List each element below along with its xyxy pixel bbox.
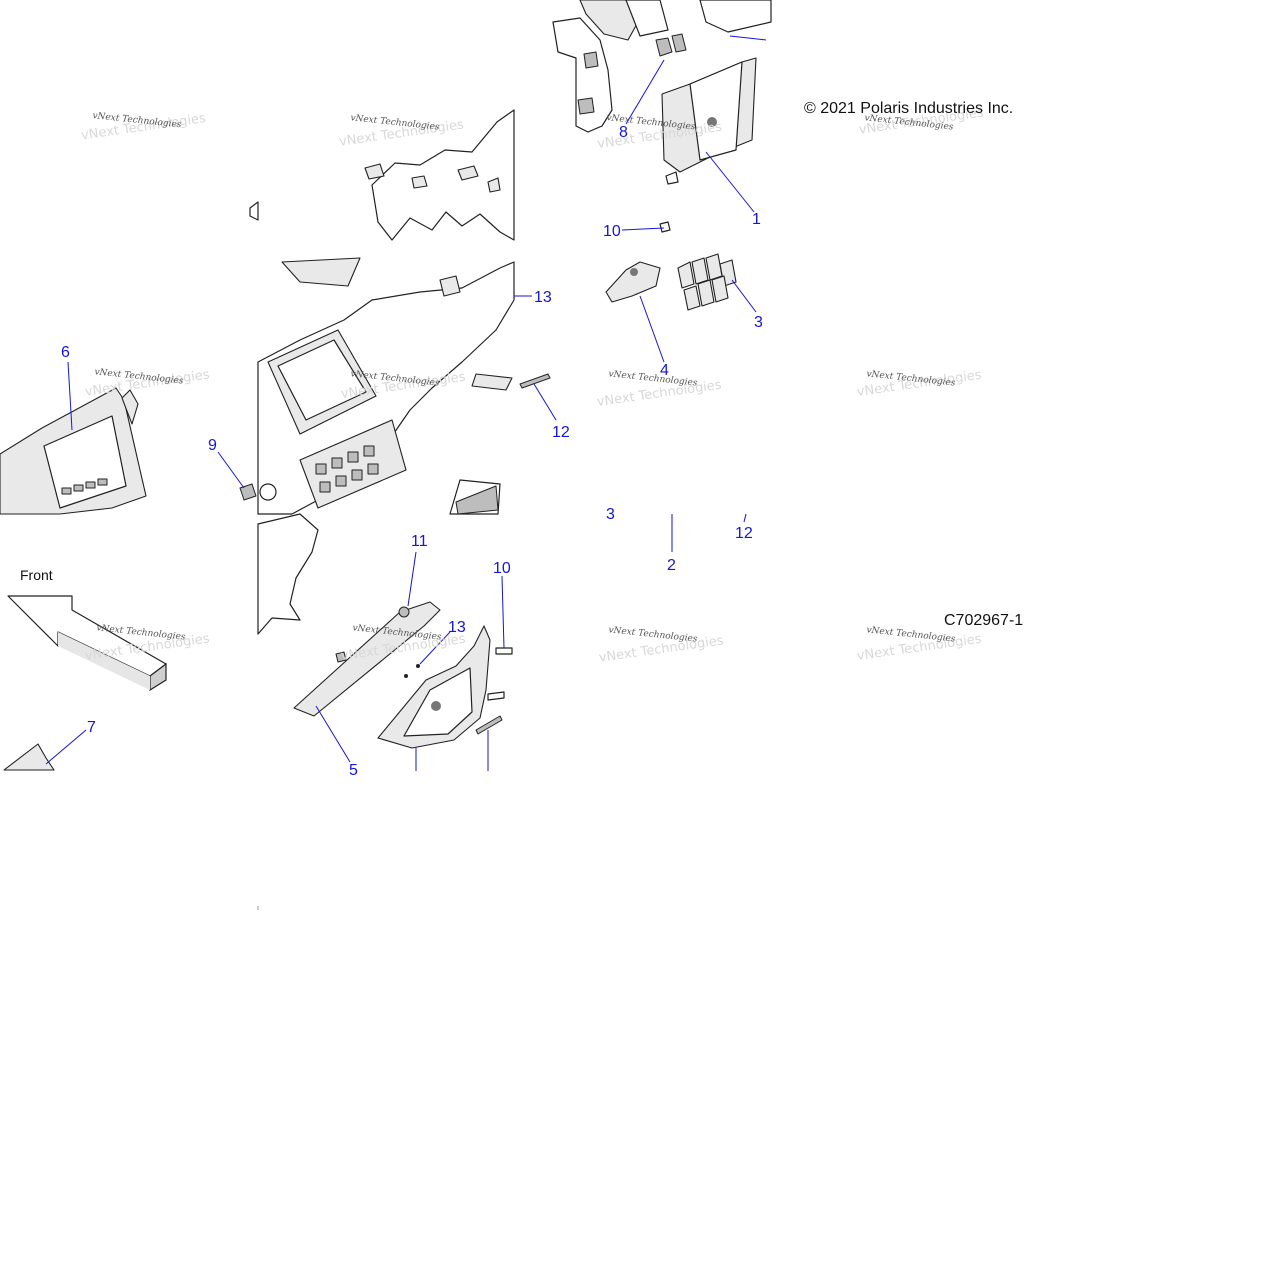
callout-fragment: 3 xyxy=(606,506,615,523)
figure-id: C702967-1 xyxy=(944,612,1023,629)
display-bezel-part xyxy=(0,387,147,515)
side-bracket-part xyxy=(552,0,772,133)
callout-10-top: 10 xyxy=(603,223,621,240)
callout-12-middle: 12 xyxy=(552,424,570,441)
callout-10-bottom: 10 xyxy=(493,560,511,577)
callout-7: 7 xyxy=(87,719,96,736)
svg-text:vNext Technologies: vNext Technologies xyxy=(608,369,698,388)
mount-bracket-part-4 xyxy=(605,261,661,303)
push-rivet-fastener xyxy=(659,221,671,233)
plate-set-part-3 xyxy=(677,253,737,311)
watermarks: vNext Technologies vNext Technologies vN… xyxy=(80,105,984,665)
leader-lines xyxy=(45,35,767,771)
callout-9: 9 xyxy=(208,437,217,454)
svg-text:vNext Technologies: vNext Technologies xyxy=(608,625,698,644)
trim-part-7 xyxy=(3,743,55,771)
callout-1: 1 xyxy=(752,211,761,228)
callout-3: 3 xyxy=(754,314,763,331)
bolt-part-12 xyxy=(519,373,551,389)
lower-dash-cover-part-2 xyxy=(377,625,491,749)
front-label: Front xyxy=(20,567,53,583)
copyright-text: © 2021 Polaris Industries Inc. xyxy=(804,100,1013,117)
callout-11: 11 xyxy=(411,533,428,550)
dash-side-part xyxy=(257,513,319,635)
upper-dash-frame-part xyxy=(249,109,515,241)
front-direction-arrow xyxy=(7,595,167,692)
bolt-fragment-12 xyxy=(455,485,499,515)
callout-4: 4 xyxy=(660,362,669,379)
lower-dash-cover-part-1 xyxy=(661,57,757,185)
callout-13-bottom: 13 xyxy=(448,619,466,636)
push-rivet-fasteners xyxy=(404,647,513,735)
callout-13-middle: 13 xyxy=(534,289,552,306)
trim-rail-part-5 xyxy=(293,601,441,717)
callout-5: 5 xyxy=(349,762,358,779)
instrument-panel-part xyxy=(257,257,515,515)
callout-6: 6 xyxy=(61,344,70,361)
callout-8: 8 xyxy=(619,124,628,141)
callout-2: 2 xyxy=(667,557,676,574)
callout-12-bottom: 12 xyxy=(735,525,753,542)
